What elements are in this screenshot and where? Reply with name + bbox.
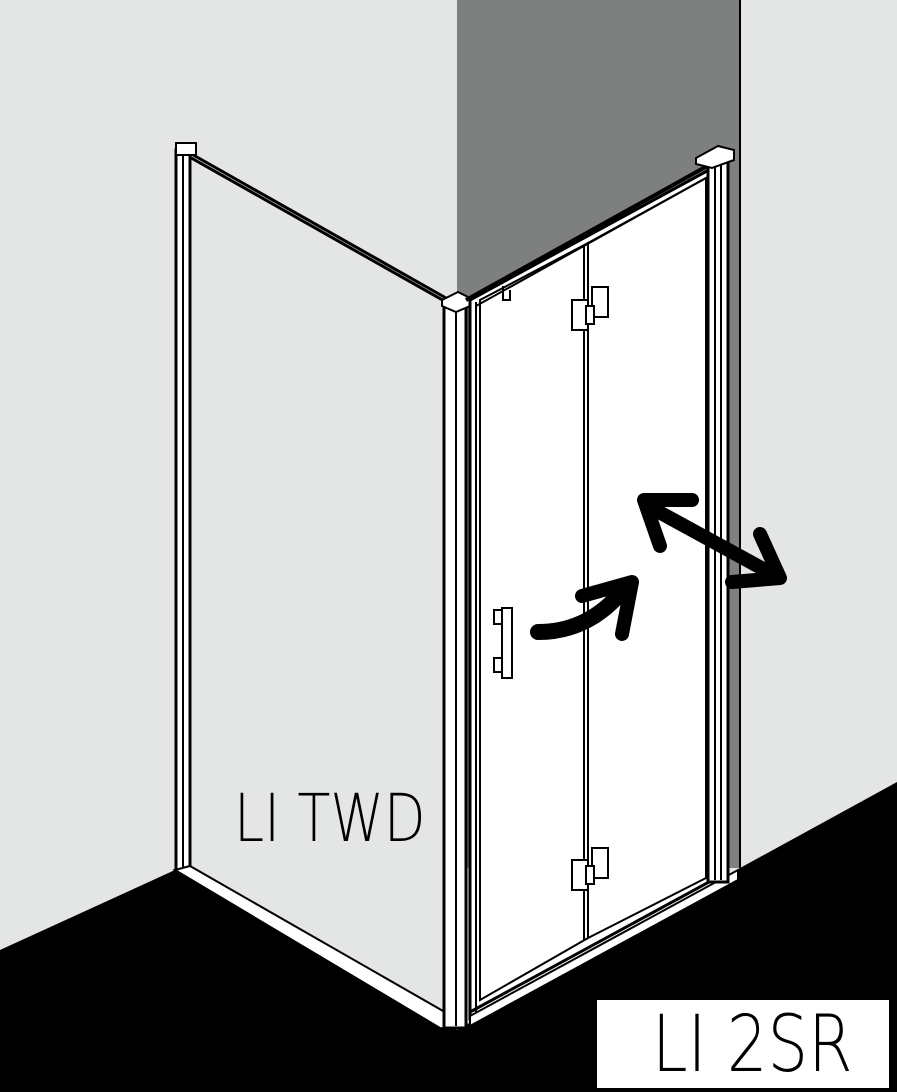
door-label-box — [597, 1000, 889, 1088]
door-top-rail-inner — [475, 177, 707, 307]
door-top-rail — [465, 158, 719, 302]
side-panel-label: LI TWD — [234, 780, 426, 857]
upper-hinge — [571, 286, 609, 331]
double-arrow-icon — [637, 493, 787, 589]
door-label: LI 2SR — [652, 1000, 853, 1090]
side-panel-top-rail — [187, 150, 447, 300]
door-top-hook — [502, 286, 511, 301]
right-wall-profile — [706, 158, 730, 884]
lower-hinge — [571, 847, 609, 891]
right-wall-profile-cap — [695, 144, 735, 170]
door-floor-seal — [469, 868, 739, 1028]
door-bottom-rail — [469, 874, 721, 1014]
curved-arrow-icon — [530, 575, 639, 641]
side-wall-profile-cap — [175, 142, 197, 156]
right-wall — [740, 0, 897, 868]
door-handle — [493, 607, 513, 679]
